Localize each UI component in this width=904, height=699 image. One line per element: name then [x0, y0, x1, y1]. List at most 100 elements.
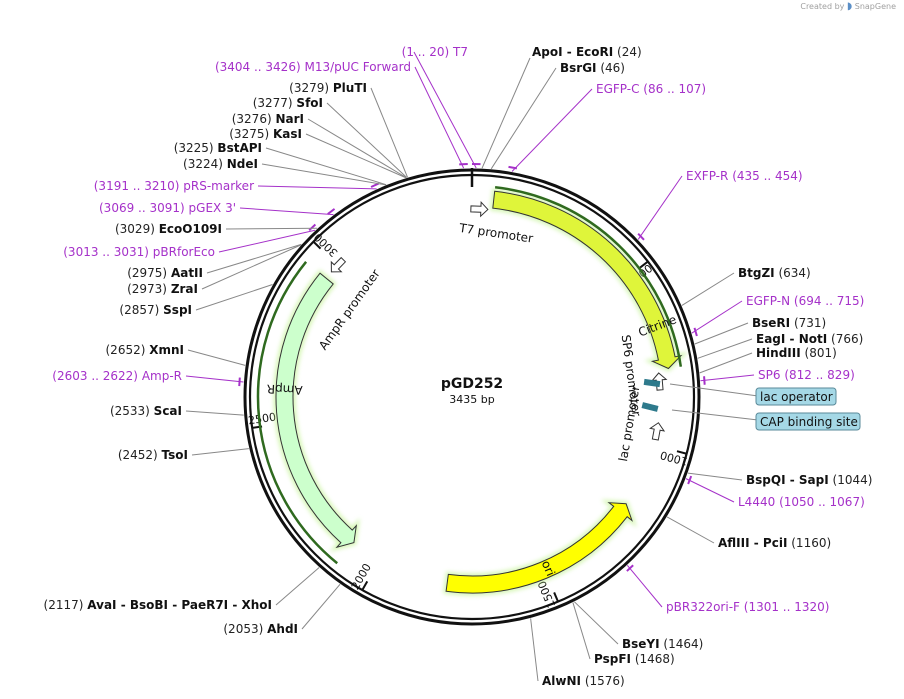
- site-label-text: (3013 .. 3031) pBRforEco: [63, 245, 215, 259]
- site-pspfi: PspFI (1468): [572, 602, 675, 666]
- site-position: (2533): [110, 404, 150, 418]
- site-label-text: (3069 .. 3091) pGEX 3': [99, 201, 236, 215]
- site-name: pRS-marker: [183, 179, 254, 193]
- site-scai: (2533) ScaI: [110, 404, 244, 418]
- site-label-text: EXFP-R (435 .. 454): [686, 169, 803, 183]
- t7-promoter-label: T7 promoter: [457, 221, 534, 246]
- site-hindiii: HindIII (801): [699, 346, 837, 374]
- site-position: (3013 .. 3031): [63, 245, 149, 259]
- site-position: (3224): [183, 157, 223, 171]
- primer-binding-mark: [637, 232, 645, 241]
- site-position: (24): [617, 45, 642, 59]
- site-name: ApoI: [532, 45, 563, 59]
- site-m13-puc-forward: (3404 .. 3426) M13/pUC Forward: [215, 60, 468, 169]
- site-leader-line: [218, 229, 316, 253]
- site-name: PaeR7I: [181, 598, 228, 612]
- site-tsoi: (2452) TsoI: [118, 448, 249, 462]
- site-position: (2857): [119, 303, 159, 317]
- site-position: (3191 .. 3210): [94, 179, 180, 193]
- site-bspqi-sapi: BspQI - SapI (1044): [687, 472, 872, 487]
- site-bstapi: (3225) BstAPI: [174, 141, 387, 186]
- site-name: TsoI: [162, 448, 188, 462]
- lac-operator-mark: [643, 378, 661, 388]
- site-leader-line: [490, 67, 557, 170]
- site-name: NotI: [799, 332, 828, 346]
- site-leader-line: [699, 352, 753, 374]
- site-leader-line: [239, 207, 334, 216]
- primer-binding-mark: [693, 327, 698, 337]
- site-name: SfoI: [296, 96, 323, 110]
- primer-binding-mark: [626, 564, 634, 572]
- site-name: NarI: [275, 112, 304, 126]
- ori-feature-label: ori: [539, 558, 558, 578]
- primer-binding-mark: [703, 376, 706, 385]
- site-leader-line: [685, 478, 735, 503]
- site-position: (2452): [118, 448, 158, 462]
- site-name: PspFI: [594, 652, 631, 666]
- site-nari: (3276) NarI: [232, 112, 407, 179]
- site-name: BseRI: [752, 316, 790, 330]
- site-pluti: (3279) PluTI: [289, 81, 409, 178]
- site-name: EXFP-R: [686, 169, 728, 183]
- lac-operator-box: [755, 387, 837, 406]
- site-leader-line: [700, 374, 755, 382]
- primer-binding-mark: [370, 182, 380, 188]
- cap-site-mark: [641, 402, 659, 412]
- site-name: AlwNI: [542, 674, 581, 688]
- site-position: (2652): [106, 343, 146, 357]
- site-position: (731): [794, 316, 826, 330]
- site-name: AvaI: [87, 598, 116, 612]
- snapgene-logo-icon: ◗: [846, 1, 853, 12]
- lac-promoter-label: lac promoter: [616, 384, 643, 462]
- site-leader-line: [307, 118, 407, 179]
- site-label-text: (2053) AhdI: [223, 622, 298, 636]
- site-label-text: (2452) TsoI: [118, 448, 188, 462]
- site-leader-line: [195, 284, 273, 311]
- site-leader-line: [185, 375, 244, 383]
- site-name: BstAPI: [217, 141, 262, 155]
- site-position: (1160): [791, 536, 831, 550]
- site-name: Amp-R: [142, 369, 182, 383]
- ampr-promoter-arrow-icon: [330, 256, 347, 273]
- site-leader-line: [572, 602, 591, 660]
- site-label-text: (1 .. 20) T7: [402, 45, 468, 59]
- site-position: (1 .. 20): [402, 45, 450, 59]
- site-leader-line: [530, 618, 539, 682]
- site-name: BsoBI: [130, 598, 168, 612]
- site-xmni: (2652) XmnI: [106, 343, 246, 366]
- site-leader-line: [413, 51, 477, 169]
- lac-promoter-arrow-icon: [648, 422, 666, 441]
- site-name: pGEX 3': [189, 201, 236, 215]
- site-position: (3069 .. 3091): [99, 201, 185, 215]
- site-label-text: (3276) NarI: [232, 112, 304, 126]
- ampr-feature-label: AmpR: [266, 382, 302, 398]
- site-name: EGFP-C: [596, 82, 639, 96]
- tick-mark: [361, 580, 369, 591]
- site-pbrforeco: (3013 .. 3031) pBRforEco: [63, 223, 317, 259]
- site-position: (2117): [44, 598, 84, 612]
- site-name: EagI: [756, 332, 785, 346]
- site-name: pBR322ori-F: [666, 600, 740, 614]
- site-name: SapI: [799, 473, 829, 487]
- site-name: PciI: [763, 536, 788, 550]
- site-position: (46): [600, 61, 625, 75]
- site-pbr322ori-f: pBR322ori-F (1301 .. 1320): [626, 564, 829, 614]
- lac-operator-leader: [669, 383, 759, 397]
- site-label-text: (3279) PluTI: [289, 81, 367, 95]
- attribution-brand: SnapGene: [854, 2, 896, 11]
- site-name: NdeI: [227, 157, 258, 171]
- boxed-feature-labels: lac operator CAP binding site: [641, 378, 861, 431]
- site-position: (1050 .. 1067): [779, 495, 865, 509]
- site-name: XhoI: [241, 598, 272, 612]
- tick-label: 2500: [247, 411, 277, 428]
- site-ndei: (3224) NdeI: [183, 157, 386, 186]
- site-name-separator: -: [786, 473, 799, 487]
- site-position: (801): [805, 346, 837, 360]
- site-position: (3225): [174, 141, 214, 155]
- site-label-text: AflIII - PciI (1160): [718, 536, 831, 550]
- site-name: EcoRI: [576, 45, 613, 59]
- site-label-text: EGFP-C (86 .. 107): [596, 82, 706, 96]
- site-leader-line: [257, 185, 377, 190]
- cap-site-leader: [671, 409, 759, 421]
